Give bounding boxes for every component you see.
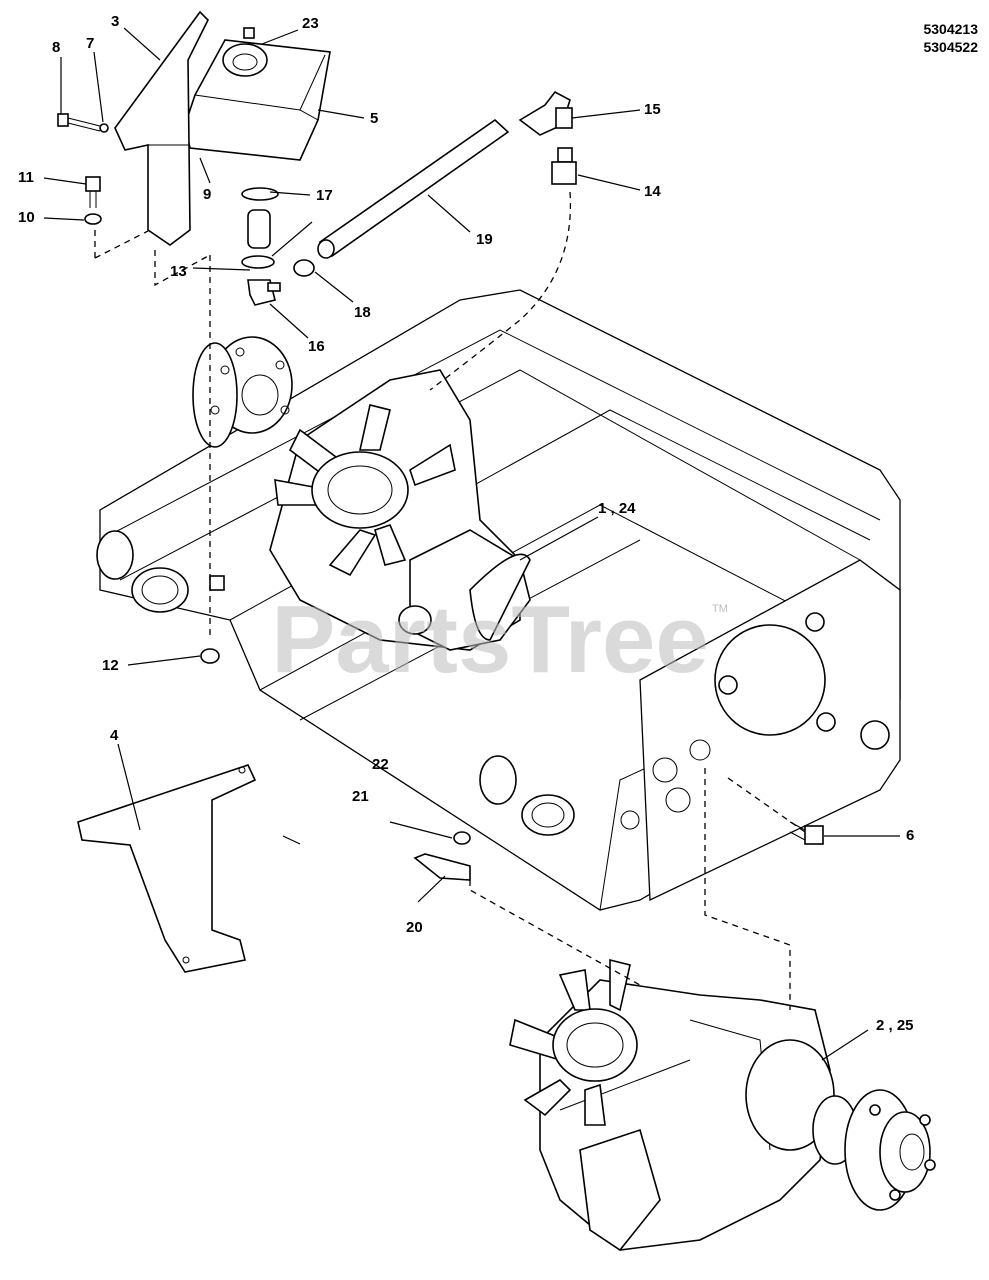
washer-7	[99, 123, 109, 133]
elbow-fitting	[518, 90, 573, 136]
callout-21: 21	[352, 788, 369, 805]
trademark: TM	[712, 603, 728, 615]
callout-17: 17	[316, 187, 333, 204]
callout-1-24: 1 , 24	[598, 500, 636, 517]
washer-21	[453, 831, 471, 845]
fitting-14	[551, 147, 577, 185]
callout-19: 19	[476, 231, 493, 248]
callout-22: 22	[372, 756, 389, 773]
hose-clamp-18	[293, 259, 315, 277]
part-number-1: 5304213	[923, 21, 978, 37]
leader-lines	[43, 27, 900, 1061]
callout-23: 23	[302, 15, 319, 32]
callout-6: 6	[906, 827, 914, 844]
reservoir-bracket	[114, 10, 209, 246]
callout-20: 20	[406, 919, 423, 936]
transmission-lower	[509, 958, 936, 1252]
callout-2-25: 2 , 25	[876, 1017, 914, 1034]
callout-labels: 3 8 7 23 5 15 14 17 9 11 10 19 13 18 16 …	[18, 13, 914, 1034]
part-number-2: 5304522	[923, 39, 978, 55]
callout-9: 9	[203, 186, 211, 203]
nut-12	[200, 648, 220, 664]
callout-14: 14	[644, 183, 661, 200]
oil-reservoir	[184, 27, 331, 161]
watermark: PartsTree	[271, 586, 709, 693]
callout-12: 12	[102, 657, 119, 674]
transmission-upper	[269, 369, 531, 651]
callout-18: 18	[354, 304, 371, 321]
nut-upper	[209, 575, 225, 591]
assembly-lines	[94, 191, 806, 1010]
callout-16: 16	[308, 338, 325, 355]
callout-5: 5	[370, 110, 378, 127]
callout-11: 11	[18, 169, 34, 186]
lever-20	[413, 853, 471, 881]
callout-13: 13	[170, 263, 187, 280]
callout-15: 15	[644, 101, 661, 118]
callout-8: 8	[52, 39, 60, 56]
hose-long	[317, 118, 510, 259]
cooling-fan-lower	[509, 958, 638, 1126]
callout-3: 3	[111, 13, 119, 30]
bolt-11	[85, 176, 101, 208]
callout-7: 7	[86, 35, 94, 52]
wheel-hub-upper	[192, 336, 293, 448]
hose-short	[241, 187, 281, 306]
washer-10	[84, 213, 102, 225]
bolt-8	[57, 113, 101, 132]
bracket-4	[77, 764, 257, 973]
cooling-fan-upper	[274, 404, 456, 577]
bolt-6	[789, 821, 824, 845]
pin-22	[282, 835, 301, 845]
callout-10: 10	[18, 209, 35, 226]
callout-4: 4	[110, 727, 119, 744]
